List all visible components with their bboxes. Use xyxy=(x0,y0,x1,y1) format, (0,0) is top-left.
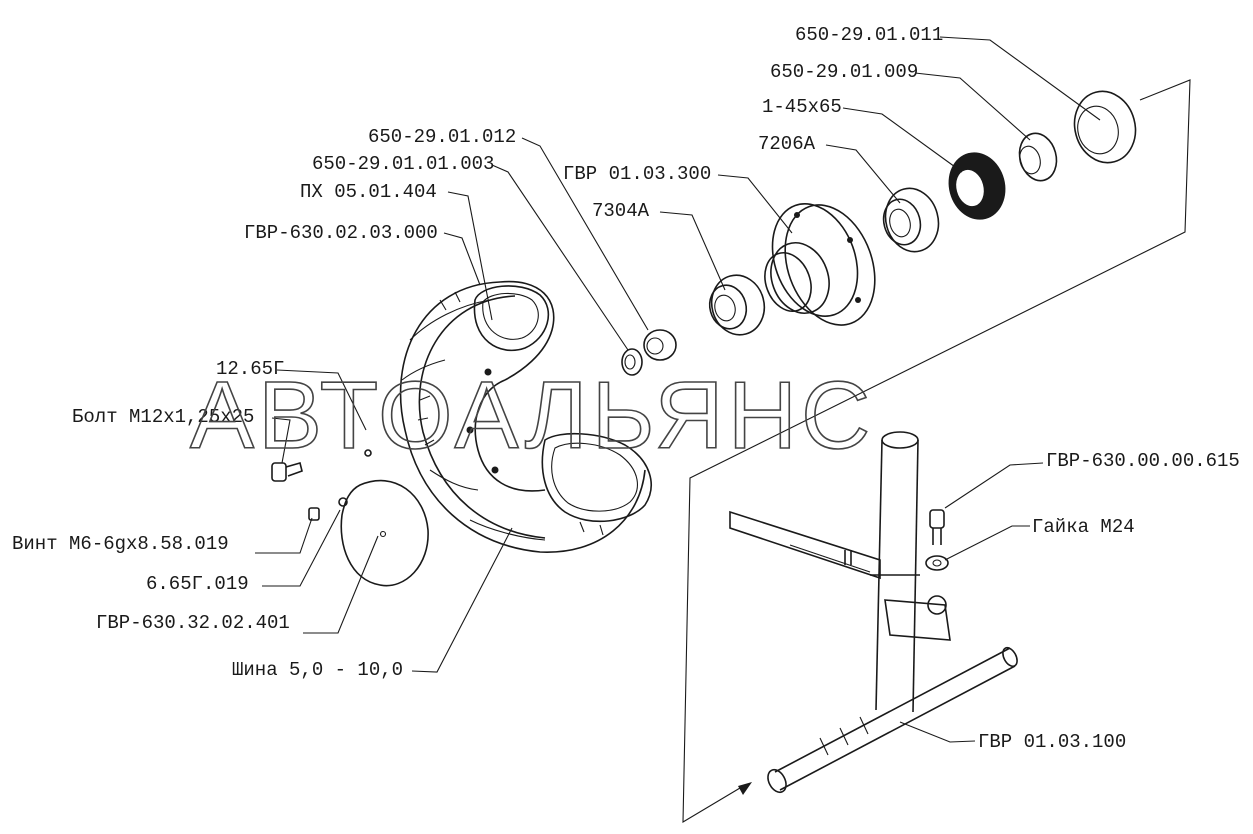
bearing-7304a-drawing xyxy=(708,274,766,336)
label-650-29-01-009: 650-29.01.009 xyxy=(770,61,918,83)
label-vint-m6: Винт М6-6gх8.58.019 xyxy=(12,533,229,555)
label-7206a: 7206А xyxy=(758,133,816,155)
label-6-65g-019: 6.65Г.019 xyxy=(146,573,249,595)
hub-drawing xyxy=(764,203,876,326)
leader-lines xyxy=(255,36,1101,743)
label-gvr-01-03-100: ГВР 01.03.100 xyxy=(978,731,1126,753)
axle-assembly-drawing xyxy=(729,431,1018,794)
bearing-7206a-drawing xyxy=(882,187,940,253)
label-gvr-630-32-02-401: ГВР-630.32.02.401 xyxy=(96,612,290,634)
label-bolt-m12: Болт М12х1,25х25 xyxy=(72,406,254,428)
bolt-drawing xyxy=(271,462,303,482)
label-650-29-01-011: 650-29.01.011 xyxy=(795,24,943,46)
label-7304a: 7304А xyxy=(592,200,650,222)
label-12-65g: 12.65Г xyxy=(216,358,284,380)
cup-650-29-01-011-drawing xyxy=(1073,90,1137,164)
label-gaika-m24: Гайка М24 xyxy=(1032,516,1135,538)
label-650-29-01-01-003: 650-29.01.01.003 xyxy=(312,153,494,175)
label-gvr-630-00-00-615: ГВР-630.00.00.615 xyxy=(1046,450,1240,472)
screw-drawing xyxy=(308,449,372,521)
spacer-650-29-01-009-drawing xyxy=(1018,132,1058,182)
part-labels: 650-29.01.011 650-29.01.009 1-45х65 7206… xyxy=(12,24,1240,753)
seal-1-45x65-drawing xyxy=(948,152,1006,220)
label-gvr-630-02-03-000: ГВР-630.02.03.000 xyxy=(244,222,438,244)
assembly-arrow xyxy=(682,79,1191,823)
label-1-45x65: 1-45х65 xyxy=(762,96,842,118)
label-650-29-01-012: 650-29.01.012 xyxy=(368,126,516,148)
label-gvr-01-03-300: ГВР 01.03.300 xyxy=(563,163,711,185)
cover-plate-drawing xyxy=(340,479,429,587)
label-px-05-01-404: ПХ 05.01.404 xyxy=(300,181,437,203)
nut-and-washer-drawing xyxy=(621,329,677,376)
watermark: АВТОАЛЬЯНС xyxy=(190,362,874,469)
label-shina: Шина 5,0 - 10,0 xyxy=(232,659,403,681)
tire-drawing xyxy=(399,280,652,553)
